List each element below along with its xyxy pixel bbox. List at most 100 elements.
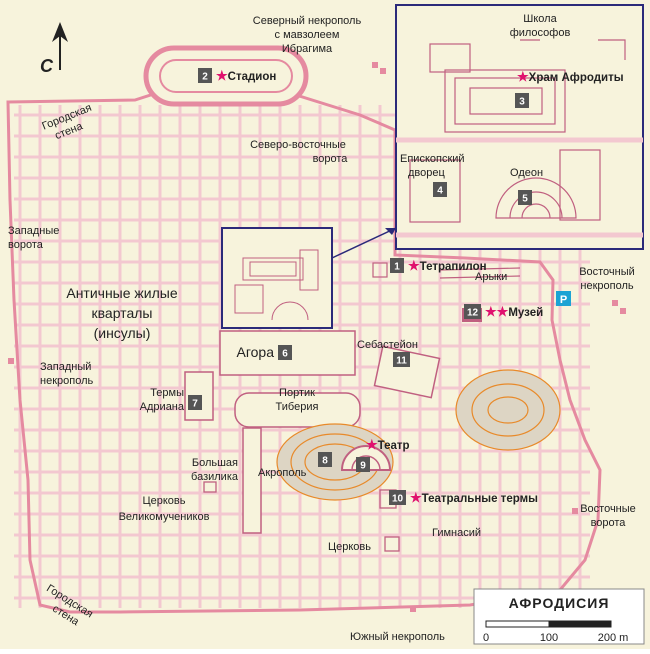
svg-text:Епископский: Епископский [400,153,465,165]
site-marker-6: 6 Агора [237,344,292,360]
svg-text:Адриана: Адриана [140,401,185,413]
acropolis-contours [276,423,394,501]
site-number: 10 [392,494,404,505]
label-philosophers: Школа философов [510,13,571,39]
svg-text:кварталы: кварталы [92,305,153,321]
site-number-badge [393,352,410,367]
site-marker-1: 1 ★Тетрапилон [390,258,487,273]
svg-text:Северо-восточные: Северо-восточные [250,139,346,151]
site-name: Театр [378,440,410,452]
label-city-wall-south: Городская стена [44,582,95,628]
necropolis-markers [8,62,626,612]
sebasteion-block [373,345,441,399]
svg-text:Портик: Портик [279,387,315,399]
label-acropolis: Акрополь [258,467,307,479]
site-number: 5 [522,194,528,205]
parking-sign: P [556,291,571,306]
svg-text:базилика: базилика [191,471,239,483]
svg-text:Западные: Западные [8,225,59,237]
svg-text:философов: философов [510,27,571,39]
map-title: АФРОДИСИЯ [509,595,610,611]
scale-tick-100: 100 [540,632,558,644]
zoom-connector [331,227,397,259]
site-number-badge [518,190,532,205]
svg-text:Восточные: Восточные [580,503,636,515]
scale-tick-0: 0 [483,632,489,644]
svg-text:Античные жилые: Античные жилые [66,285,177,301]
center-frame-plan [234,249,319,321]
label-bishop-palace: Епископский дворец [400,153,465,179]
site-marker-2: 2 ★Стадион [198,68,276,83]
site-number-badge [390,258,404,273]
site-name: Агора [237,344,275,360]
site-label-9: ★Театр [366,437,410,452]
site-number: 11 [396,356,407,367]
svg-text:некрополь: некрополь [580,280,633,292]
star-icon: ★★ [485,304,509,319]
site-name: Храм Афродиты [529,72,624,84]
svg-text:Западный: Западный [40,361,91,373]
label-odeon: Одеон [510,167,543,179]
label-church: Церковь [328,541,371,553]
north-arrow [52,22,68,70]
star-icon: ★ [410,490,422,505]
svg-text:(инсулы): (инсулы) [94,325,151,341]
star-icon: ★ [408,258,420,273]
svg-text:P: P [560,294,567,306]
scale-box [473,588,645,645]
site-marker-12: 12 ★★Музей [464,304,543,319]
site-number-badge [433,182,447,197]
svg-text:Тиберия: Тиберия [276,401,319,413]
scale-tick-200: 200 m [598,632,629,644]
portico-block [234,392,361,428]
site-number: 1 [394,262,400,273]
basilica-block [242,427,262,534]
site-number: 8 [322,456,328,467]
center-frame [221,227,333,329]
label-residential: Античные жилые кварталы (инсулы) [66,285,177,341]
svg-text:Северный некрополь: Северный некрополь [253,15,362,27]
site-marker-5: 5 [518,190,532,205]
site-marker-3: 3★Храм Афродиты [515,69,624,108]
site-name: Тетрапилон [420,261,487,273]
city-wall [6,88,602,614]
site-number-badge [515,93,529,108]
site-label-12: ★★Музей [485,304,543,319]
site-name: Стадион [228,71,277,83]
svg-text:Восточный: Восточный [579,266,635,278]
svg-text:ворота: ворота [8,239,44,251]
scale-bar [485,620,612,628]
label-west-necropolis: Западный некрополь [40,361,93,387]
site-number-badge [188,395,202,410]
label-church-martyrs: Церковь Великомучеников [119,495,210,523]
svg-text:Ибрагима: Ибрагима [282,43,333,55]
svg-text:Школа: Школа [523,13,557,25]
site-name: Музей [508,307,543,319]
label-east-gate: Восточные ворота [580,503,636,529]
site-number-badge [464,304,481,319]
svg-text:с мавзолеем: с мавзолеем [275,29,340,41]
site-number-badge [389,490,406,505]
inset-plan [409,39,626,223]
svg-text:Церковь: Церковь [142,495,185,507]
site-number: 12 [467,308,479,319]
label-aqueducts: Арыки [475,271,507,283]
site-label-3: ★Храм Афродиты [517,69,624,84]
site-number-badge [356,457,370,472]
label-north-necropolis: Северный некрополь с мавзолеем Ибрагима [253,15,362,55]
site-number-badge [318,452,332,467]
label-baths-hadrian: Термы Адриана [140,387,185,413]
site-number: 2 [202,72,208,83]
svg-text:дворец: дворец [408,167,445,179]
site-number: 6 [282,349,288,360]
site-label-10: ★Театральные термы [410,490,538,505]
site-marker-8: 8 [318,452,332,467]
site-marker-7: 7 [188,395,202,410]
svg-text:ворота: ворота [313,153,349,165]
site-number-badge [278,345,292,360]
star-icon: ★ [216,68,228,83]
svg-text:ворота: ворота [591,517,627,529]
